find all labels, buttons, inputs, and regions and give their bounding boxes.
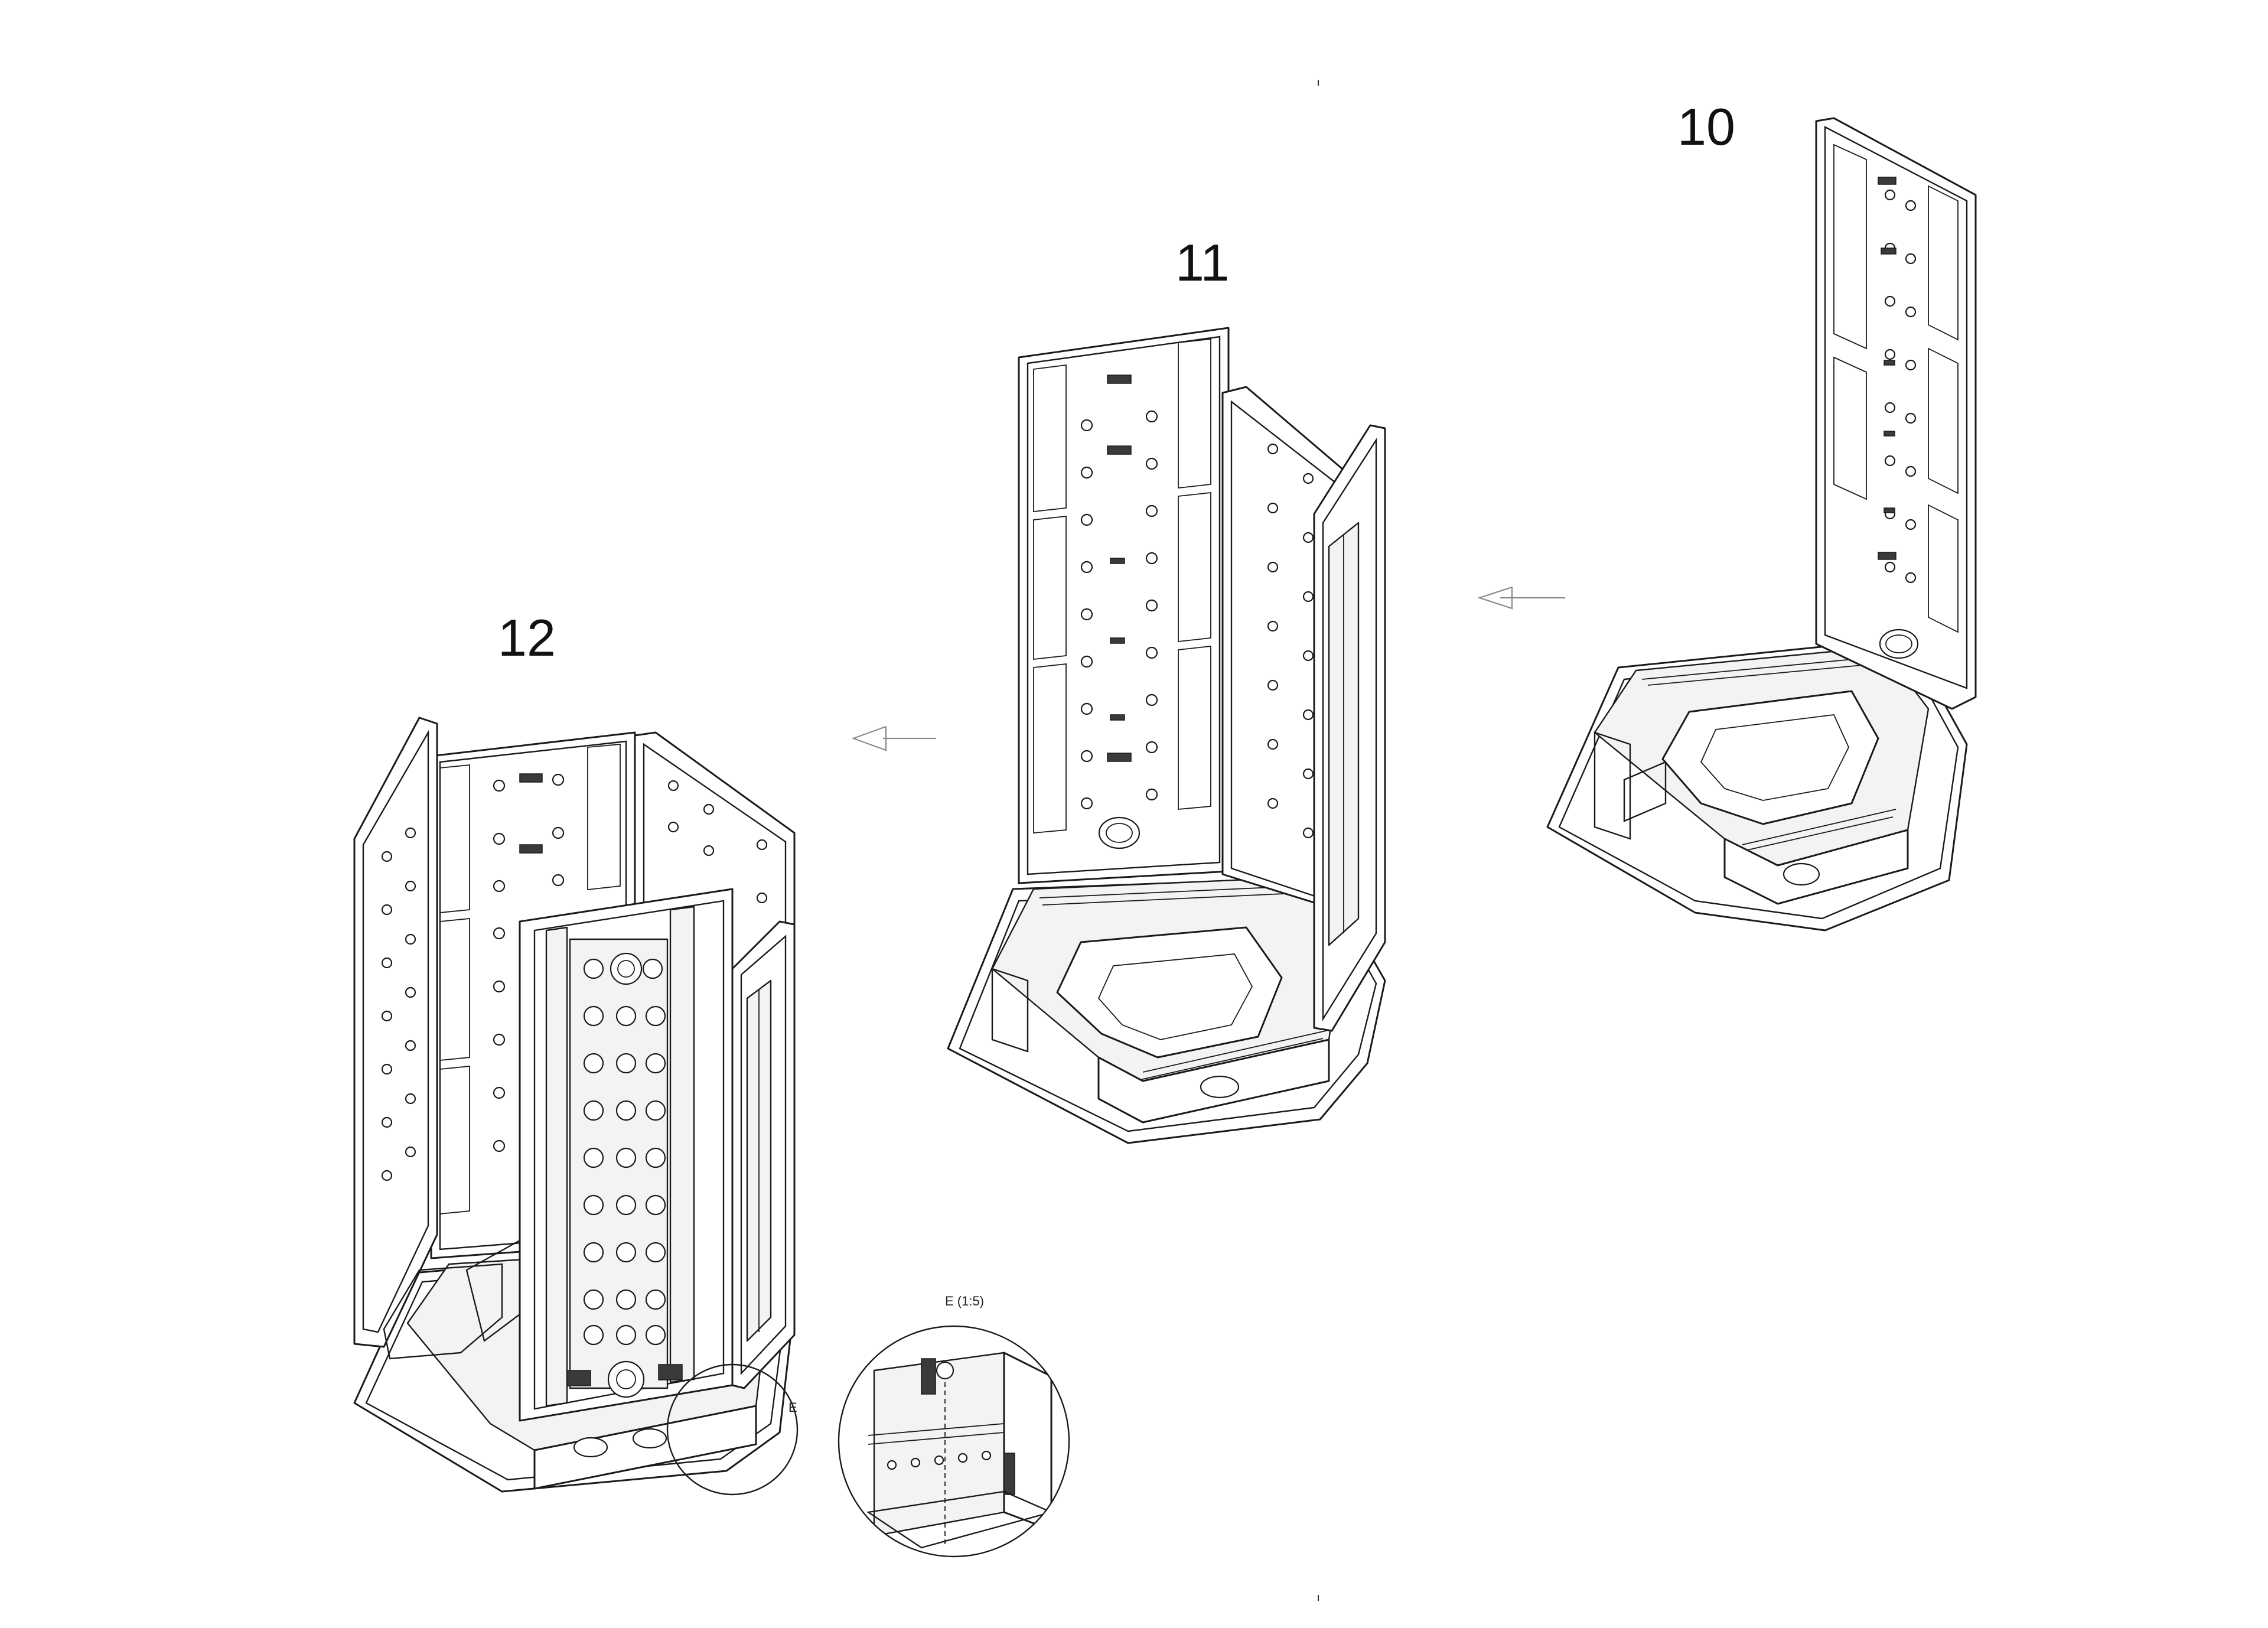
detail-title: E (1:5) [945, 1294, 984, 1308]
assembly-step-10 [1546, 117, 1977, 932]
connector-grid-12 [583, 958, 666, 1346]
assembly-step-12: E [353, 717, 799, 1496]
detail-callout-circle [666, 1363, 799, 1496]
detail-view-border [838, 1325, 1070, 1558]
detail-callout-label: E [788, 1400, 797, 1415]
arrow-step-11-to-12 [851, 725, 936, 751]
hole-row-11 [1039, 885, 1327, 1080]
assembly-step-11 [947, 327, 1386, 1144]
step-10-label: 10 [1677, 97, 1735, 156]
arrow-step-10-to-11 [1477, 586, 1565, 610]
panel-holes-12a [493, 773, 565, 1152]
panel-holes-12c [381, 827, 416, 1181]
step-11-label: 11 [1175, 233, 1229, 292]
step-12-label: 12 [498, 608, 556, 667]
detail-view-e: E (1:5) [838, 1294, 1070, 1558]
panel-holes-10 [1884, 189, 1917, 584]
hole-row-10 [1641, 656, 1896, 852]
panel-holes-11a [1080, 410, 1158, 810]
panel-holes-11b [1267, 443, 1314, 839]
